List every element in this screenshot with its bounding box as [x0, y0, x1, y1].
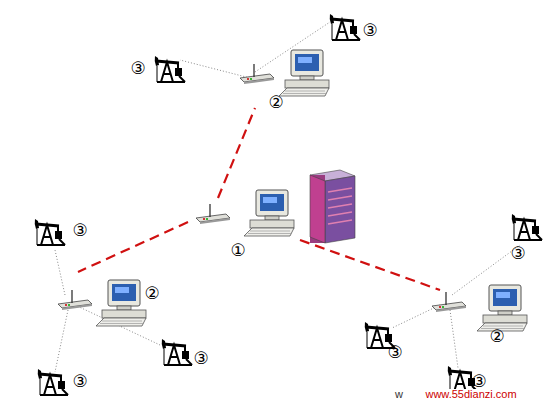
callout-number: ③	[72, 373, 87, 390]
callout-number: ③	[510, 245, 525, 262]
callout-number: ②	[268, 94, 283, 111]
watermark: www.55dianzi.com	[424, 389, 517, 400]
callout-number: ②	[144, 285, 159, 302]
callout-number: ①	[230, 242, 245, 259]
callout-number: ③	[130, 60, 145, 77]
server-tower	[310, 170, 355, 243]
callout-number: ③	[387, 344, 402, 361]
callout-number: ③	[362, 22, 377, 39]
local-link	[55, 22, 520, 372]
callout-number: ③	[72, 222, 87, 239]
radio-link	[78, 108, 440, 290]
watermark: w	[394, 389, 404, 400]
callout-number: ②	[489, 328, 504, 345]
callout-number: ③	[193, 350, 208, 367]
callout-number: ③	[471, 373, 486, 390]
